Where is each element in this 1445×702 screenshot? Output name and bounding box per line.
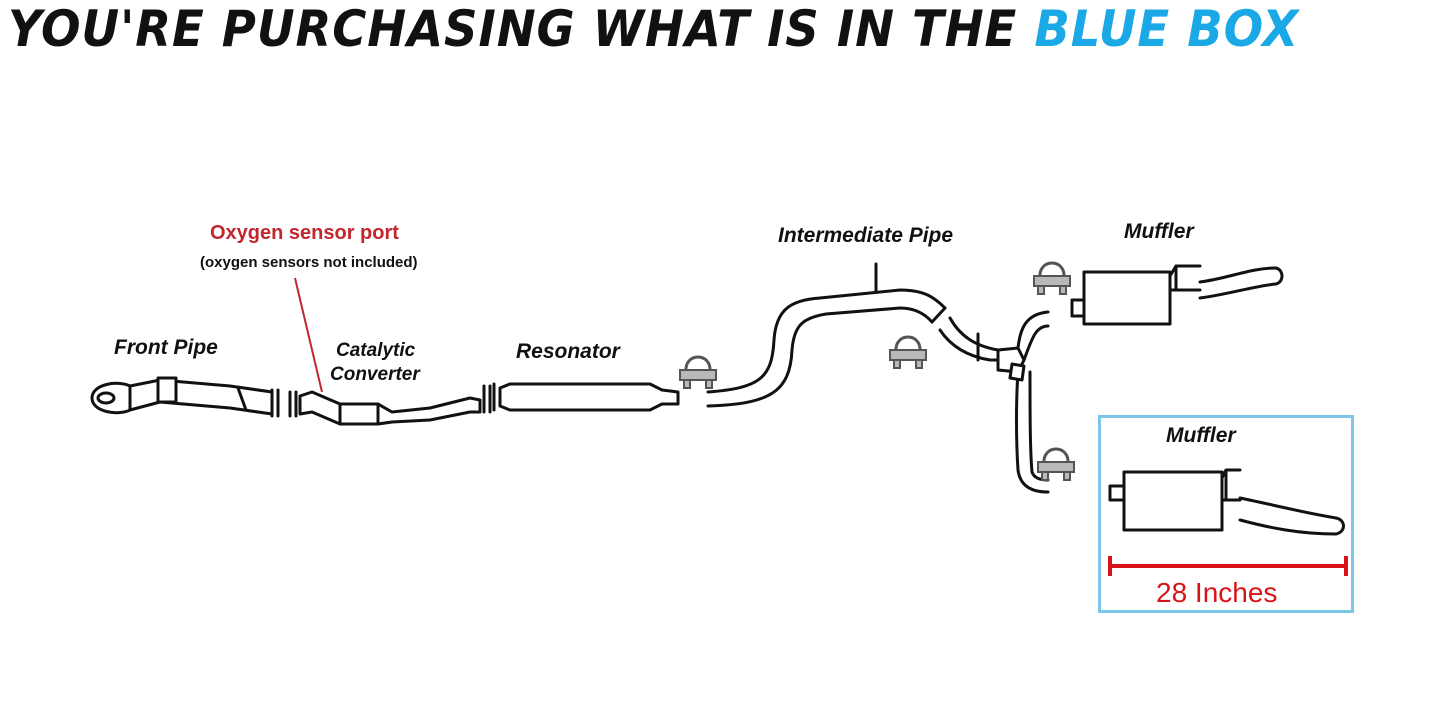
- clamp-1: [679, 355, 717, 389]
- label-dimension: 28 Inches: [1156, 577, 1278, 608]
- oxygen-leader-line: [294, 277, 323, 393]
- clamp-3: [1033, 261, 1071, 295]
- label-catalytic-line1: Catalytic: [336, 340, 416, 361]
- resonator-drawing: [492, 382, 680, 412]
- label-muffler-boxed: Muffler: [1166, 424, 1236, 447]
- headline-prefix: YOU'RE PURCHASING WHAT IS IN THE: [8, 0, 1035, 58]
- clamp-2: [889, 335, 927, 369]
- label-front-pipe: Front Pipe: [114, 336, 218, 359]
- purchase-highlight-box: [1098, 415, 1354, 613]
- catalytic-converter-drawing: [288, 384, 492, 426]
- page-headline: YOU'RE PURCHASING WHAT IS IN THE BLUE BO…: [8, 0, 1338, 60]
- clamp-4: [1037, 447, 1075, 481]
- headline-highlight: BLUE BOX: [1034, 0, 1300, 58]
- dimension-bar: [1108, 556, 1348, 576]
- front-pipe-drawing: [90, 376, 280, 418]
- intermediate-pipe-drawing: [706, 262, 1050, 494]
- muffler-top-drawing: [1070, 264, 1284, 326]
- label-muffler-top: Muffler: [1124, 220, 1194, 243]
- label-catalytic-line2: Converter: [330, 364, 420, 385]
- muffler-boxed-drawing: [1108, 468, 1345, 536]
- label-resonator: Resonator: [516, 340, 620, 363]
- label-oxygen-sensor-port: Oxygen sensor port: [210, 222, 399, 244]
- label-oxygen-sensor-note: (oxygen sensors not included): [200, 254, 418, 271]
- label-intermediate-pipe: Intermediate Pipe: [778, 224, 954, 247]
